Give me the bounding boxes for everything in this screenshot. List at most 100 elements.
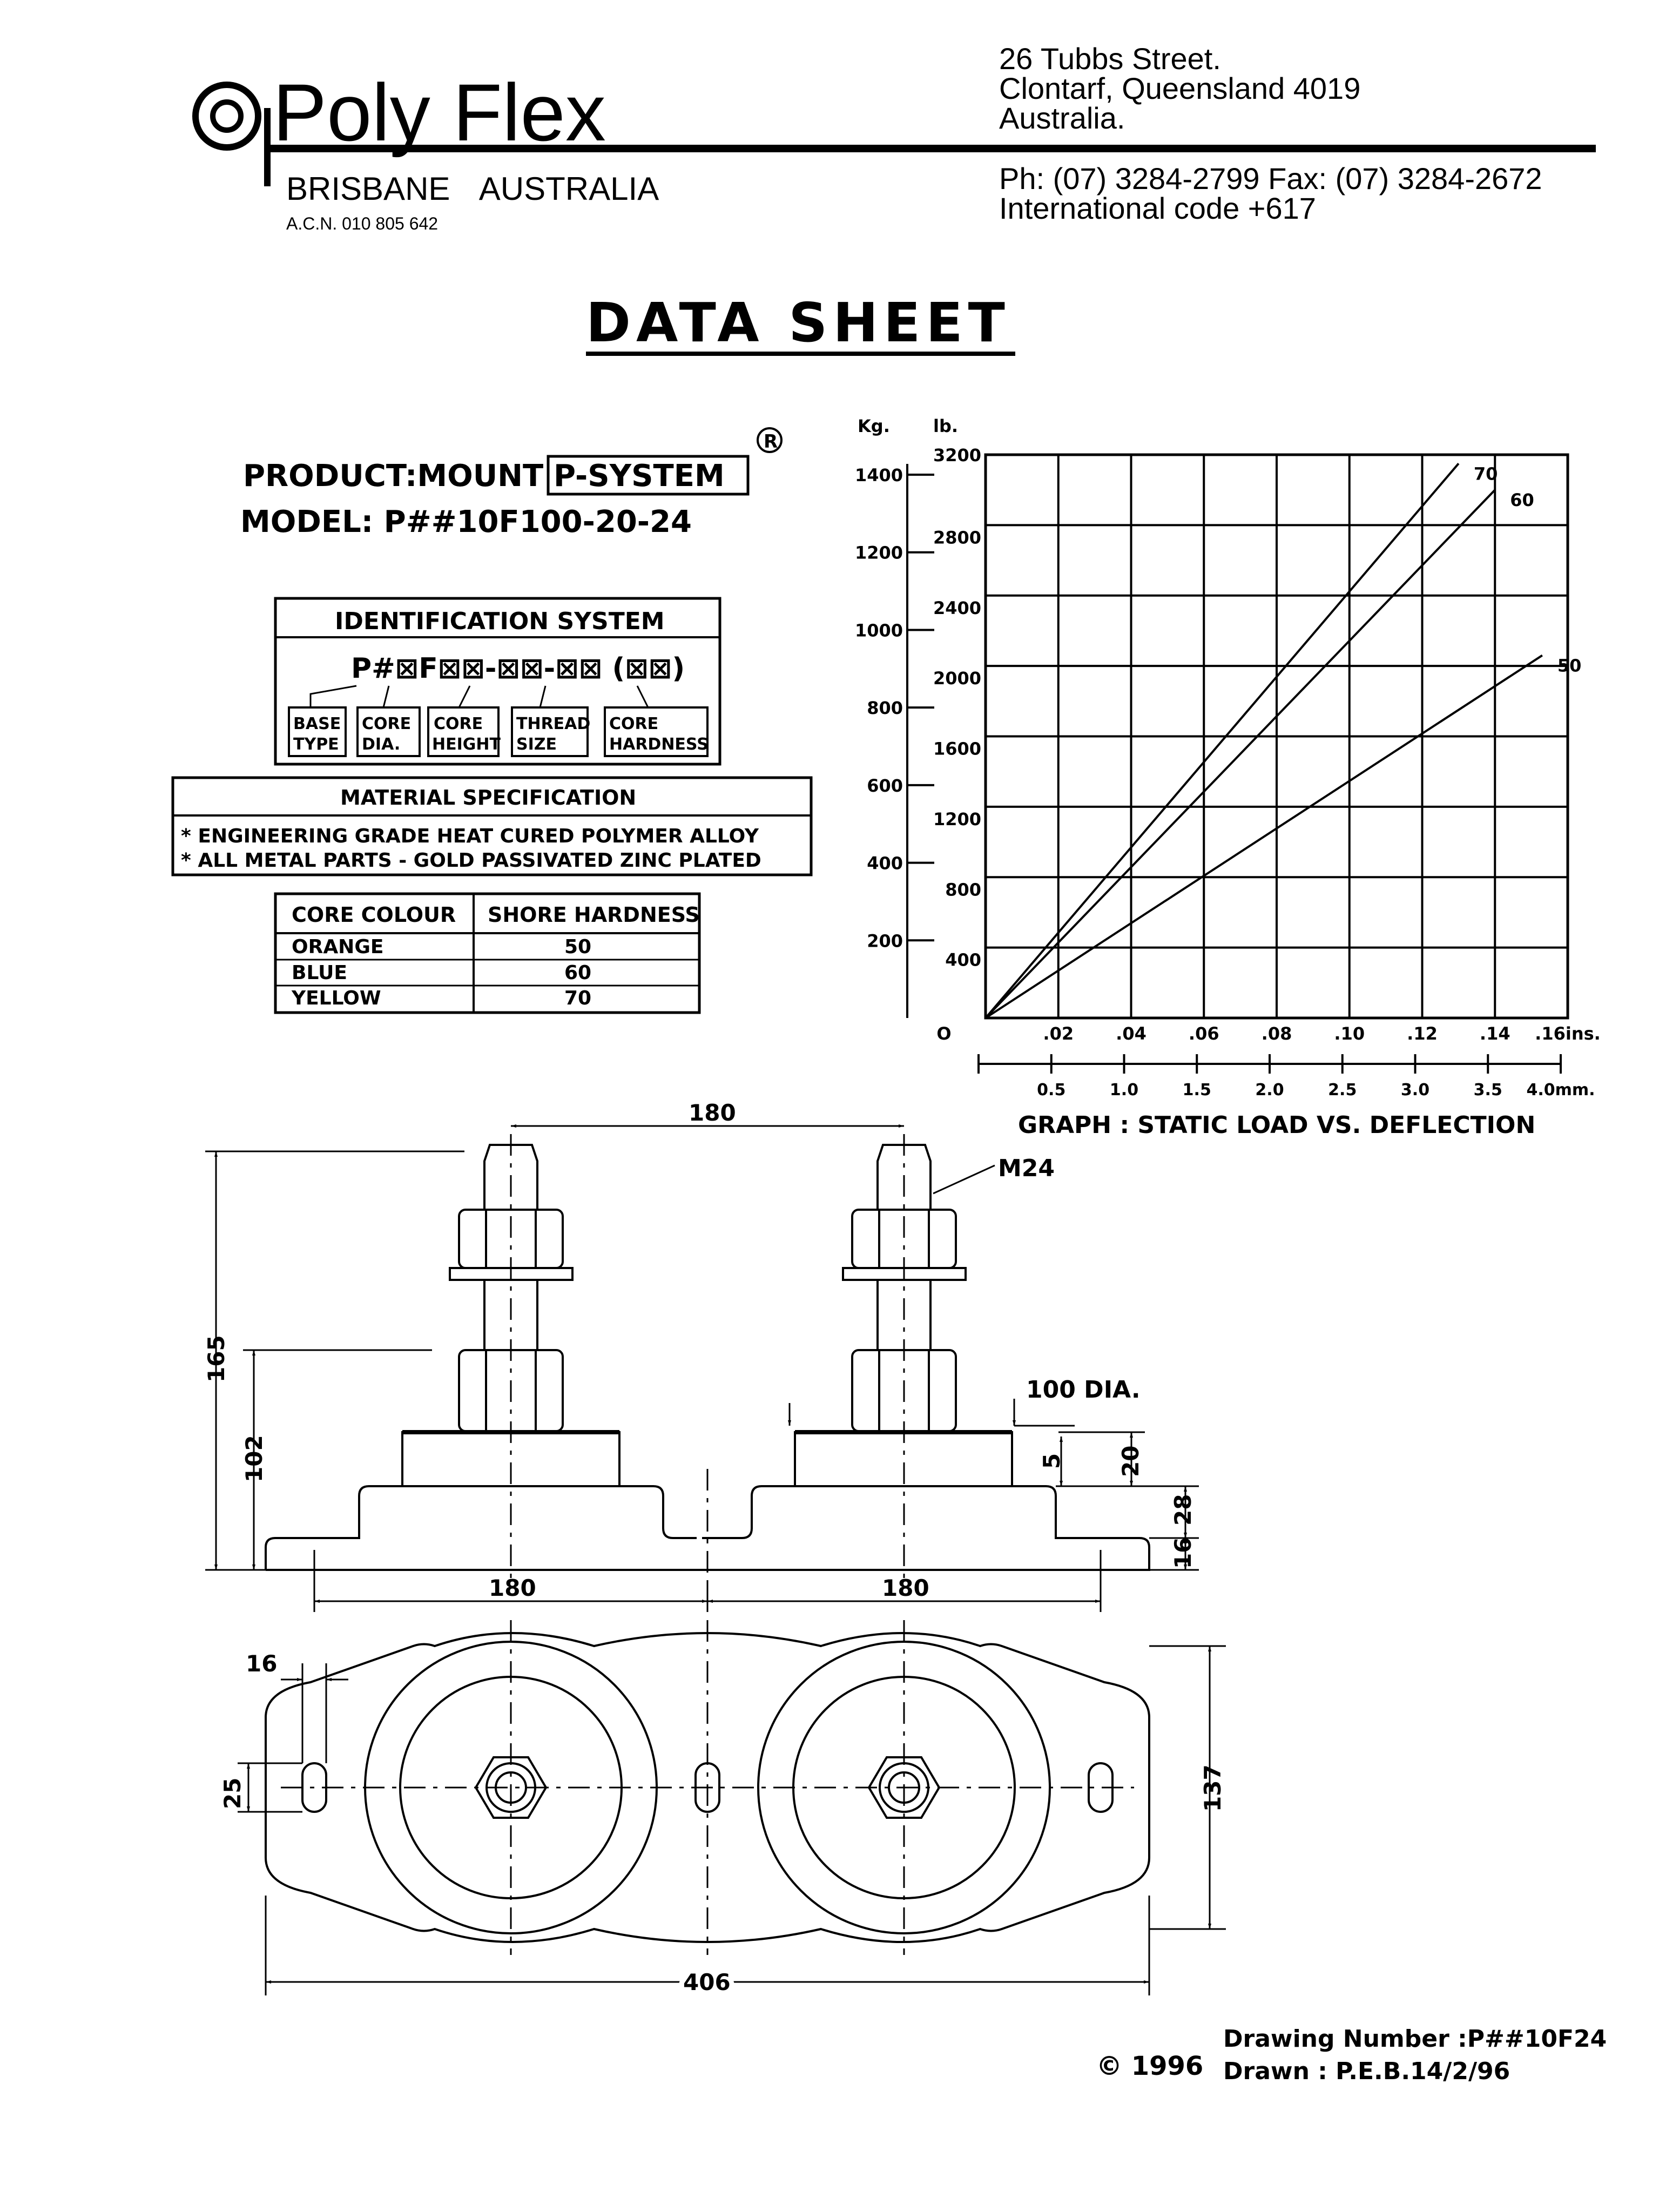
identification-title: IDENTIFICATION SYSTEM — [335, 608, 665, 635]
copyright: © 1996 — [1096, 2051, 1203, 2081]
chart-series-line-50 — [984, 654, 1543, 1019]
address-line-2: Clontarf, Queensland 4019 — [999, 71, 1360, 105]
company-acn: A.C.N. 010 805 642 — [286, 214, 438, 233]
chart-tick-label-kg: 200 — [867, 930, 903, 951]
hardness-table: CORE COLOUR SHORE HARDNESS ORANGE 50 BLU… — [274, 892, 701, 1014]
dim-16-side: 16 — [1170, 1537, 1196, 1569]
chart-series-label: 50 — [1557, 656, 1582, 676]
chart-tick-label-lb: 2000 — [933, 668, 981, 689]
chart-tick-label-lb: 1200 — [933, 809, 981, 830]
dim-102: 102 — [241, 1435, 267, 1482]
chart-tick-label-kg: 1000 — [855, 620, 903, 640]
chart-tick-label-lb: 1600 — [933, 739, 981, 759]
chart-tick-label-in: .12 — [1407, 1023, 1438, 1044]
table-cell-colour: BLUE — [292, 962, 347, 984]
chart-tick-label-in: .10 — [1334, 1023, 1365, 1044]
chart-tick-label-kg: 400 — [867, 853, 903, 874]
dim-180-right: 180 — [882, 1575, 929, 1601]
company-location: BRISBANE AUSTRALIA — [286, 171, 659, 207]
plan-view-drawing — [265, 1620, 1150, 1955]
chart-tick-label-in: .02 — [1043, 1023, 1074, 1044]
product-system-box — [547, 455, 750, 496]
identification-system-box: IDENTIFICATION SYSTEM P#⊠F⊠⊠-⊠⊠-⊠⊠ (⊠⊠) … — [274, 597, 721, 766]
id-part-base-2: TYPE — [293, 735, 339, 754]
registered-mark: R — [764, 431, 778, 453]
dim-406: 406 — [683, 1969, 731, 1995]
material-spec-box: MATERIAL SPECIFICATION * ENGINEERING GRA… — [171, 776, 813, 876]
dim-16-top: 16 — [246, 1650, 277, 1677]
chart-grid — [986, 455, 1568, 1018]
dim-20: 20 — [1117, 1446, 1144, 1477]
international-code: International code +617 — [999, 191, 1316, 225]
dim-thread: M24 — [998, 1155, 1055, 1182]
chart-series — [984, 462, 1543, 1019]
chart-tick-label-in: .08 — [1262, 1023, 1292, 1044]
chart-series-label: 60 — [1510, 490, 1534, 510]
id-part-thread-2: SIZE — [516, 735, 557, 754]
chart-tick-label-in: .14 — [1480, 1023, 1510, 1044]
side-view-dimensions — [205, 1124, 1199, 1612]
material-item: * ENGINEERING GRADE HEAT CURED POLYMER A… — [181, 825, 759, 847]
address-line-1: 26 Tubbs Street. — [999, 42, 1221, 76]
table-cell-colour: YELLOW — [291, 987, 381, 1009]
chart-tick-label-kg: 1400 — [855, 465, 903, 485]
drawn-by: Drawn : P.E.B.14/2/96 — [1223, 2058, 1510, 2085]
chart-tick-label-in: O — [936, 1023, 951, 1044]
product-model: MODEL: P##10F100-20-24 — [240, 504, 692, 539]
product-label: PRODUCT:MOUNT — [243, 458, 543, 494]
dim-28: 28 — [1170, 1494, 1196, 1526]
dim-137: 137 — [1199, 1764, 1226, 1812]
chart-series-line-60 — [984, 489, 1496, 1019]
chart-tick-label-mm: 1.5 — [1183, 1081, 1211, 1100]
chart-tick-label-lb: 3200 — [933, 445, 981, 466]
drawing-number: Drawing Number :P##10F24 — [1223, 2025, 1607, 2053]
table-cell-hardness: 50 — [564, 936, 591, 958]
table-cell-colour: ORANGE — [292, 936, 383, 958]
side-view-drawing — [265, 1134, 1150, 1582]
chart-tick-label-mm: 0.5 — [1037, 1081, 1065, 1100]
id-part-core-dia-2: DIA. — [362, 735, 400, 754]
dim-180-left: 180 — [489, 1575, 536, 1601]
company-name: Poly Flex — [273, 67, 606, 158]
chart-tick-label-mm: 1.0 — [1110, 1081, 1138, 1100]
chart-axes — [906, 464, 1562, 1074]
chart-tick-label-lb: 2400 — [933, 598, 981, 618]
id-part-base: BASE — [293, 714, 341, 733]
chart-series-label: 70 — [1474, 463, 1498, 484]
registered-mark-circle — [757, 427, 783, 453]
chart-tick-label-lb: 2800 — [933, 527, 981, 548]
chart-tick-label-kg: 600 — [867, 775, 903, 796]
id-part-core-height: CORE — [434, 714, 483, 733]
chart-unit-kg: Kg. — [858, 416, 890, 436]
chart-unit-lb: lb. — [933, 416, 958, 436]
table-header: CORE COLOUR — [292, 903, 456, 927]
id-part-core-height-2: HEIGHT — [432, 735, 501, 754]
id-part-hardness: CORE — [609, 714, 658, 733]
chart-tick-label-in: .06 — [1189, 1023, 1219, 1044]
chart-labels: 3200280024002000160012008004001400120010… — [855, 445, 1601, 1100]
chart-tick-label-mm: 2.5 — [1328, 1081, 1357, 1100]
doc-title: DATA SHEET — [586, 291, 1010, 354]
table-header: SHORE HARDNESS — [488, 903, 700, 927]
id-part-core-dia: CORE — [362, 714, 411, 733]
id-part-hardness-2: HARDNESS — [609, 735, 709, 754]
chart-tick-label-lb: 400 — [945, 950, 981, 970]
chart-tick-label-mm: 2.0 — [1255, 1081, 1284, 1100]
phone-fax: Ph: (07) 3284-2799 Fax: (07) 3284-2672 — [999, 161, 1542, 195]
chart-title: GRAPH : STATIC LOAD VS. DEFLECTION — [1018, 1111, 1535, 1139]
chart-tick-label-mm: 3.5 — [1474, 1081, 1502, 1100]
table-cell-hardness: 60 — [564, 962, 591, 984]
material-title: MATERIAL SPECIFICATION — [340, 786, 636, 810]
chart-tick-label-in: .16ins. — [1535, 1023, 1601, 1044]
chart-series-line-70 — [984, 462, 1460, 1019]
chart-tick-label-mm: 3.0 — [1401, 1081, 1429, 1100]
chart-tick-label-mm: 4.0mm. — [1526, 1081, 1595, 1100]
dim-25: 25 — [219, 1778, 246, 1809]
identification-code: P#⊠F⊠⊠-⊠⊠-⊠⊠ (⊠⊠) — [351, 652, 685, 685]
dim-165: 165 — [203, 1335, 230, 1382]
address-line-3: Australia. — [999, 101, 1125, 135]
chart-tick-label-kg: 800 — [867, 698, 903, 718]
chart-tick-label-lb: 800 — [945, 879, 981, 900]
chart-tick-label-in: .04 — [1116, 1023, 1147, 1044]
